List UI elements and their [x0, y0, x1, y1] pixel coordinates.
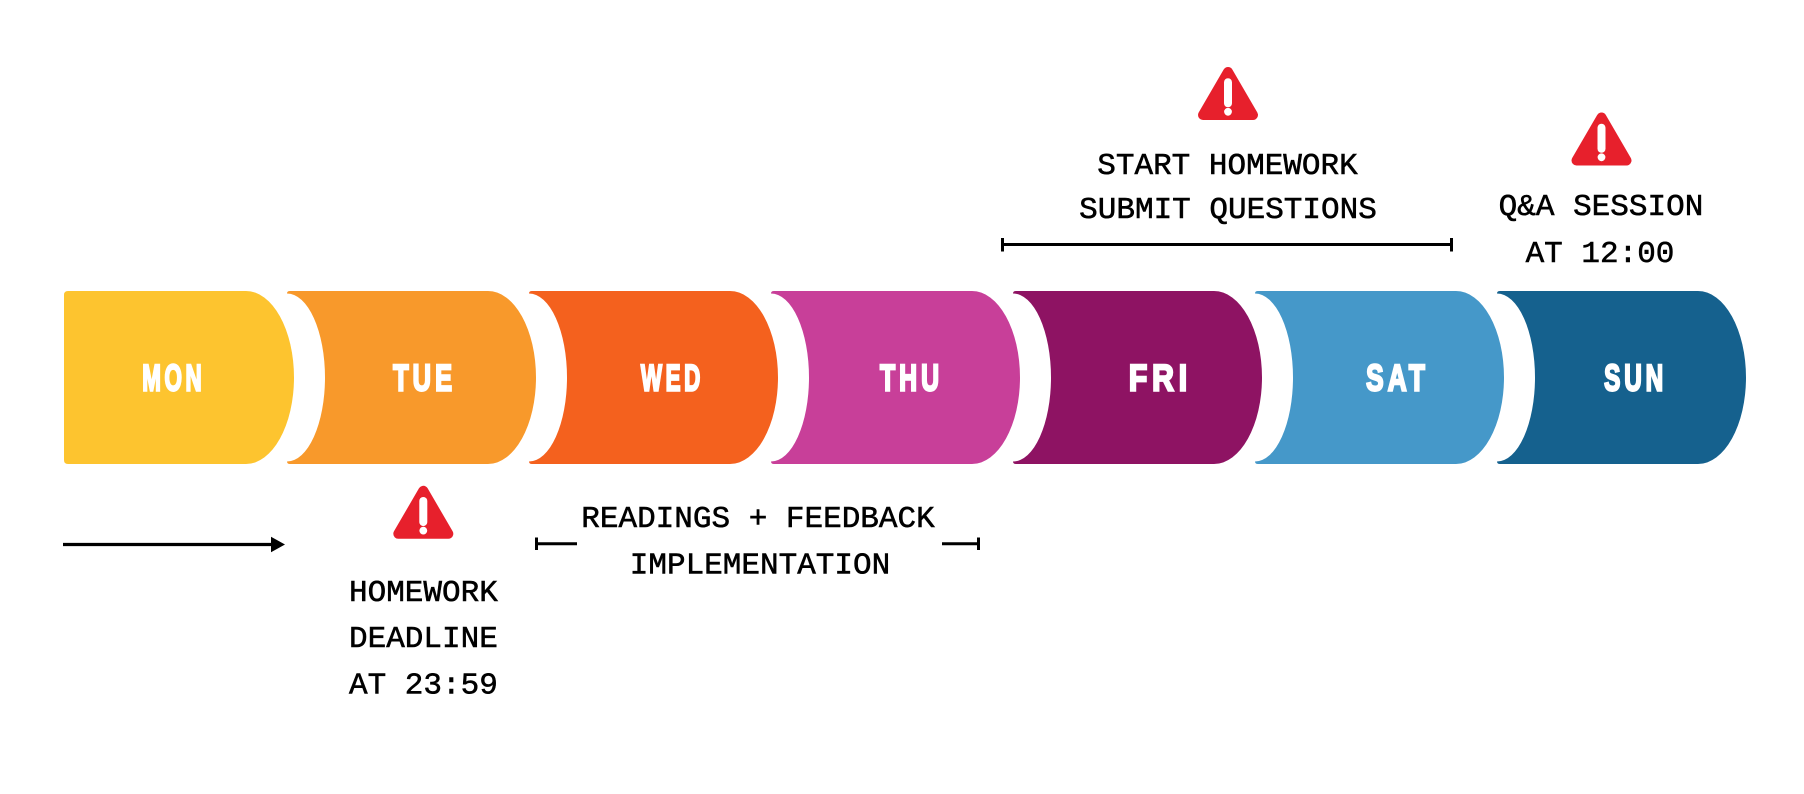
svg-text:AT 23:59: AT 23:59 — [349, 669, 498, 704]
svg-text:SAT: SAT — [1366, 357, 1429, 399]
svg-text:Q&A SESSION: Q&A SESSION — [1499, 190, 1704, 225]
svg-text:WED: WED — [641, 357, 704, 399]
svg-text:TUE: TUE — [393, 357, 456, 399]
svg-text:MON: MON — [142, 357, 205, 399]
svg-text:SUBMIT QUESTIONS: SUBMIT QUESTIONS — [1079, 193, 1377, 228]
svg-text:THU: THU — [880, 357, 943, 399]
svg-text:IMPLEMENTATION: IMPLEMENTATION — [630, 549, 890, 584]
svg-text:READINGS + FEEDBACK: READINGS + FEEDBACK — [581, 502, 935, 537]
svg-text:DEADLINE: DEADLINE — [349, 622, 498, 657]
svg-text:HOMEWORK: HOMEWORK — [349, 576, 498, 611]
svg-text:FRI: FRI — [1129, 357, 1192, 399]
svg-text:AT 12:00: AT 12:00 — [1526, 237, 1675, 272]
svg-text:START HOMEWORK: START HOMEWORK — [1097, 149, 1358, 184]
svg-text:SUN: SUN — [1604, 357, 1667, 399]
